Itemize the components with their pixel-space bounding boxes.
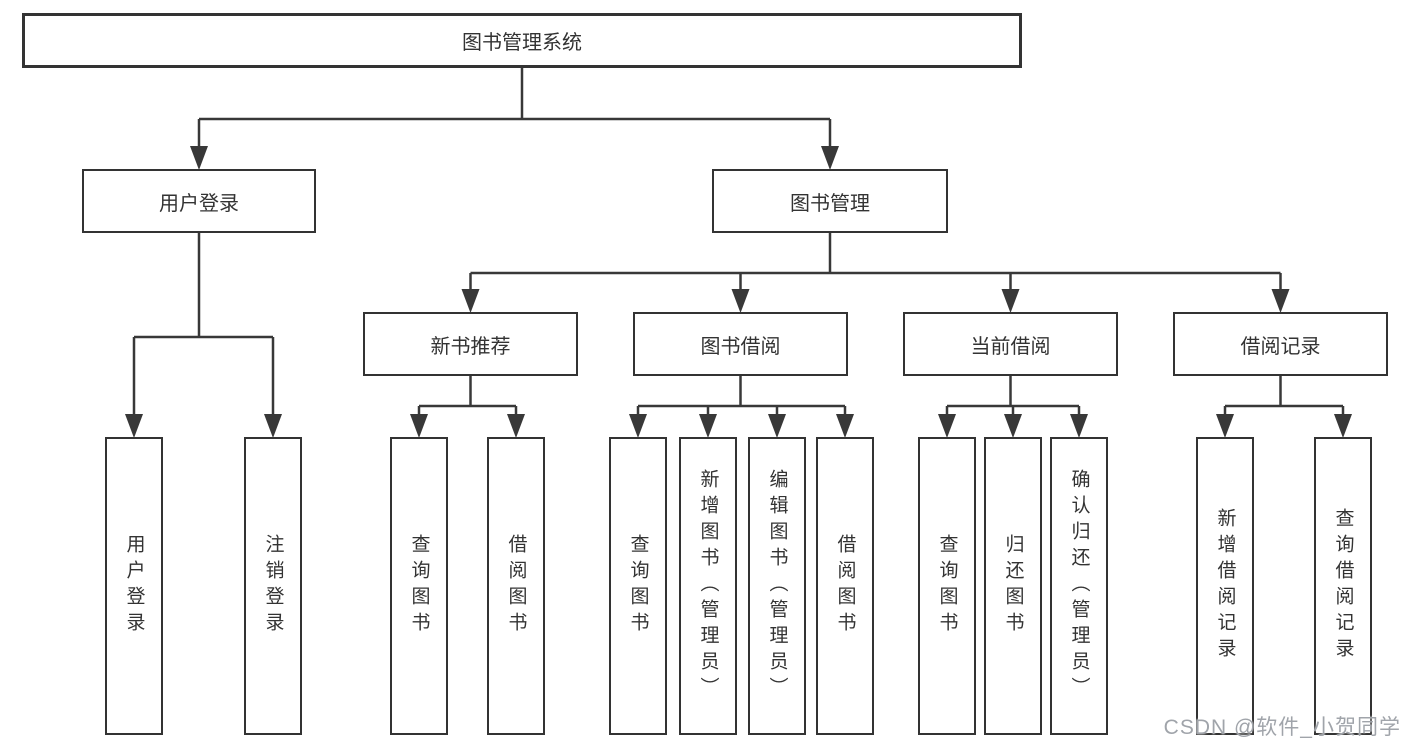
node-label: 确认归还（管理员） xyxy=(1068,469,1090,703)
node-book-management: 图书管理 xyxy=(712,169,948,233)
csdn-watermark: CSDN @软件_小贺同学 xyxy=(1163,716,1401,739)
leaf-query-borrow-record: 查询借阅记录 xyxy=(1314,437,1372,735)
leaf-query-books-borrow: 查询图书 xyxy=(609,437,667,735)
node-label: 编辑图书（管理员） xyxy=(766,469,788,703)
leaf-borrow-books-recommend: 借阅图书 xyxy=(487,437,545,735)
node-borrow-records: 借阅记录 xyxy=(1173,312,1388,376)
leaf-return-books: 归还图书 xyxy=(984,437,1042,735)
node-label: 借阅图书 xyxy=(505,534,527,638)
node-library-management-system: 图书管理系统 xyxy=(22,13,1022,68)
arrowheads xyxy=(125,146,1352,438)
node-label: 查询图书 xyxy=(408,534,430,638)
node-label: 新书推荐 xyxy=(430,335,511,358)
leaf-user-login: 用户登录 xyxy=(105,437,163,735)
node-label: 借阅记录 xyxy=(1240,335,1321,358)
node-label: 图书管理 xyxy=(790,192,870,215)
node-book-borrow: 图书借阅 xyxy=(633,312,848,376)
node-label: 借阅图书 xyxy=(834,534,856,638)
leaf-add-book-admin: 新增图书（管理员） xyxy=(679,437,737,735)
node-label: 查询图书 xyxy=(627,534,649,638)
leaf-edit-book-admin: 编辑图书（管理员） xyxy=(748,437,806,735)
leaf-query-books-recommend: 查询图书 xyxy=(390,437,448,735)
node-label: 图书借阅 xyxy=(700,335,781,358)
node-new-book-recommend: 新书推荐 xyxy=(363,312,578,376)
node-label: 用户登录 xyxy=(159,192,239,215)
node-current-borrow: 当前借阅 xyxy=(903,312,1118,376)
node-label: 查询借阅记录 xyxy=(1332,508,1354,664)
leaf-add-borrow-record: 新增借阅记录 xyxy=(1196,437,1254,735)
node-label: 归还图书 xyxy=(1002,534,1024,638)
leaf-logout: 注销登录 xyxy=(244,437,302,735)
node-label: 注销登录 xyxy=(262,534,284,638)
node-label: 查询图书 xyxy=(936,534,958,638)
node-label: 新增借阅记录 xyxy=(1214,508,1236,664)
node-label: 用户登录 xyxy=(123,534,145,638)
leaf-confirm-return-admin: 确认归还（管理员） xyxy=(1050,437,1108,735)
node-user-login: 用户登录 xyxy=(82,169,316,233)
node-label: 当前借阅 xyxy=(970,335,1051,358)
node-label: 新增图书（管理员） xyxy=(697,469,719,703)
leaf-borrow-books: 借阅图书 xyxy=(816,437,874,735)
node-label: 图书管理系统 xyxy=(462,32,582,54)
leaf-query-books-current: 查询图书 xyxy=(918,437,976,735)
